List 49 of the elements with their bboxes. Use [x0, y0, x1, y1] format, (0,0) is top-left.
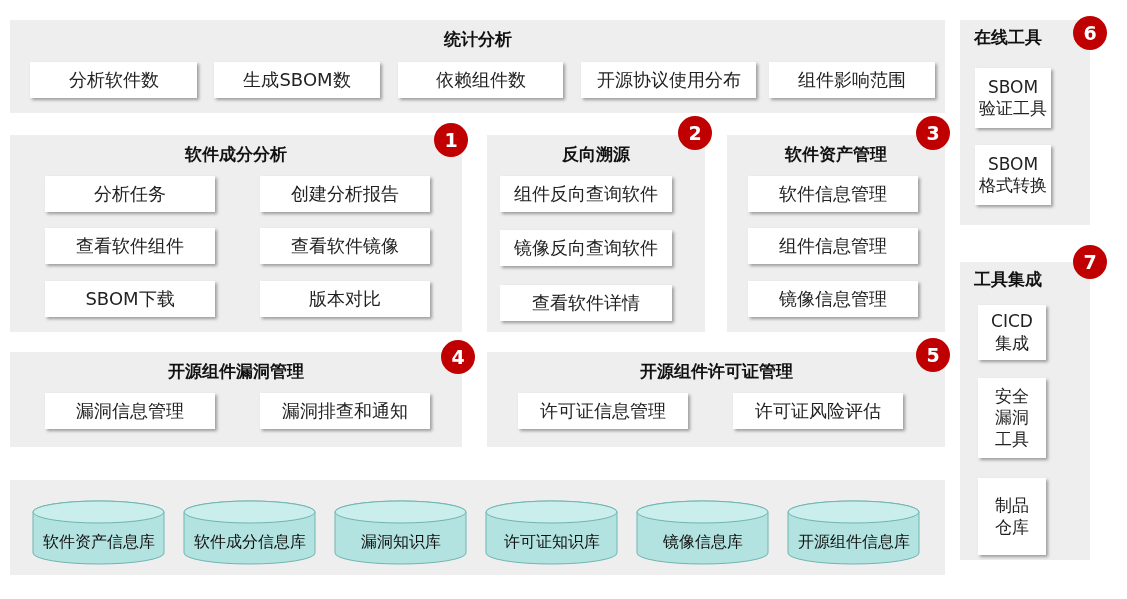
- number-badge: 7: [1073, 245, 1107, 279]
- number-badge: 6: [1073, 16, 1107, 50]
- feature-card: 依赖组件数: [398, 62, 563, 98]
- feature-card: 开源协议使用分布: [581, 62, 756, 98]
- feature-card: SBOM 验证工具: [975, 68, 1051, 128]
- feature-card: 查看软件详情: [500, 285, 672, 321]
- feature-card: 分析任务: [45, 176, 215, 212]
- feature-card: 组件影响范围: [769, 62, 935, 98]
- feature-card: 组件信息管理: [748, 228, 918, 264]
- panel-title: 开源组件许可证管理: [638, 360, 794, 383]
- feature-card: 生成SBOM数: [214, 62, 380, 98]
- panel-title: 开源组件漏洞管理: [167, 360, 305, 383]
- feature-card: 镜像信息管理: [748, 281, 918, 317]
- feature-card: 制品仓库: [978, 478, 1046, 555]
- number-badge: 5: [916, 338, 950, 372]
- feature-card: 漏洞排查和通知: [260, 393, 430, 429]
- panel-title: 在线工具: [974, 26, 1042, 49]
- number-badge: 3: [916, 116, 950, 150]
- feature-card: 版本对比: [260, 281, 430, 317]
- feature-card: 查看软件镜像: [260, 228, 430, 264]
- number-badge: 2: [678, 116, 712, 150]
- feature-card: 创建分析报告: [260, 176, 430, 212]
- feature-card: 许可证信息管理: [518, 393, 688, 429]
- feature-card: 许可证风险评估: [733, 393, 903, 429]
- database-cylinder: 开源组件信息库: [787, 500, 920, 565]
- database-cylinder: 镜像信息库: [636, 500, 769, 565]
- database-cylinder: 漏洞知识库: [334, 500, 467, 565]
- feature-card: 镜像反向查询软件: [500, 230, 672, 266]
- database-cylinder: 软件成分信息库: [183, 500, 316, 565]
- feature-card: SBOM 格式转换: [975, 145, 1051, 205]
- feature-card: CICD 集成: [978, 305, 1046, 360]
- panel-title: 软件成分分析: [183, 143, 288, 166]
- feature-card: 安全漏洞工具: [978, 378, 1046, 458]
- feature-card: 分析软件数: [30, 62, 197, 98]
- panel-title: 工具集成: [974, 268, 1042, 291]
- database-cylinder: 软件资产信息库: [32, 500, 165, 565]
- feature-card: 组件反向查询软件: [500, 176, 672, 212]
- panel: [10, 20, 945, 113]
- feature-card: SBOM下载: [45, 281, 215, 317]
- feature-card: 漏洞信息管理: [45, 393, 215, 429]
- panel-title: 软件资产管理: [783, 143, 888, 166]
- database-cylinder: 许可证知识库: [485, 500, 618, 565]
- feature-card: 查看软件组件: [45, 228, 215, 264]
- number-badge: 4: [441, 340, 475, 374]
- feature-card: 软件信息管理: [748, 176, 918, 212]
- panel-title: 统计分析: [442, 28, 513, 51]
- number-badge: 1: [434, 123, 468, 157]
- panel: [10, 480, 945, 575]
- panel-title: 反向溯源: [561, 143, 631, 166]
